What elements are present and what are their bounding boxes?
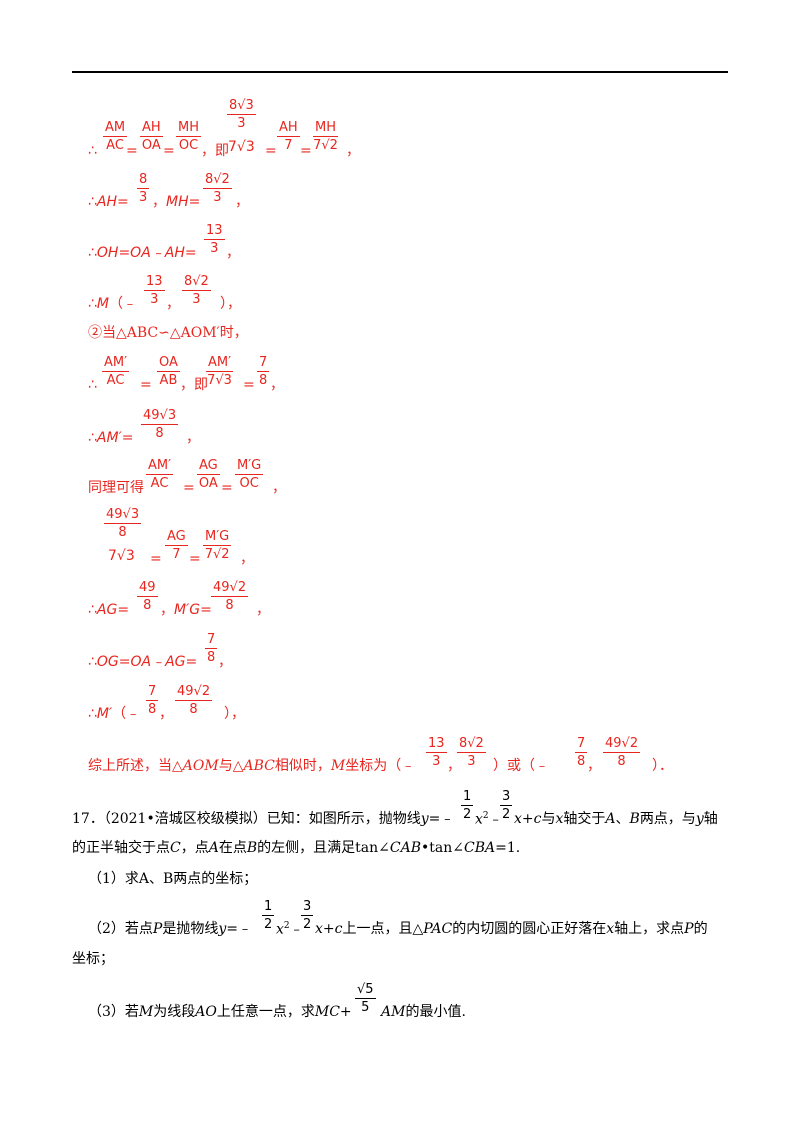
text-eq-9b: = — [189, 551, 201, 567]
text-oh-eq: ∴OH=OA﹣AH= — [88, 245, 197, 261]
text-or: ）或（﹣ — [493, 758, 549, 774]
text-mh-eq: ，MH= — [152, 194, 201, 210]
text-eq-8a: = — [183, 480, 195, 496]
text-close-12: ）， — [224, 706, 245, 722]
text-comma-6: ， — [270, 377, 284, 393]
text-comma-2: ， — [235, 194, 249, 210]
text-eq-8b: = — [221, 480, 233, 496]
text-summary-lead: 综上所述，当△AOM与△ABC相似时，M坐标为（﹣ — [88, 758, 416, 774]
q17-x2: x2﹣ — [475, 811, 503, 828]
text-therefore-1: ∴ — [88, 143, 97, 159]
q17-part3-rest: AM的最小值. — [381, 1004, 466, 1020]
q17-part2-line2: 坐标； — [72, 951, 114, 967]
frac-amp-7r3: AM′7√3 — [206, 355, 234, 388]
text-comma-7: ， — [186, 430, 200, 446]
text-eq-6a: = — [140, 377, 152, 393]
text-comma-3: ， — [226, 245, 240, 261]
text-ah-eq: ∴AH= — [88, 194, 129, 210]
frac-denominator-7r3-b: 7√3 — [108, 548, 135, 564]
frac-amp-ac: AM′AC — [102, 355, 130, 388]
text-amp-eq: ∴AM′= — [88, 430, 134, 446]
text-ji-1: ，即 — [201, 143, 229, 159]
q17-part3-lead: （3）若M为线段AO上任意一点，求MC+ — [88, 1004, 352, 1020]
q17-lead: 17．（2021•涪城区校级模拟）已知：如图所示，抛物线y=﹣ — [72, 811, 455, 827]
header-rule — [72, 71, 728, 73]
text-mg-eq: ，M′G= — [160, 602, 212, 618]
text-eq-4: = — [300, 143, 312, 159]
q17-rest: x+c与x轴交于A、B两点，与y轴 — [514, 811, 718, 827]
text-ji-6: ，即 — [180, 377, 208, 393]
q17-part2-lead: （2）若点P是抛物线y=﹣ — [88, 921, 252, 937]
text-eq-3: = — [265, 143, 277, 159]
text-m-coord: ∴M（﹣ — [88, 296, 137, 312]
frac-amp-ac-2: AM′AC — [146, 458, 174, 491]
q17-part1: （1）求A、B两点的坐标； — [88, 871, 258, 887]
text-close-4: ）， — [220, 296, 241, 312]
text-comma-9: ， — [240, 551, 254, 567]
text-comma-11: ， — [218, 654, 232, 670]
text-comma-12: ， — [159, 706, 173, 722]
text-eq-1: = — [126, 143, 138, 159]
case-two-heading: ②当△ABC∽△AOM′时， — [88, 325, 248, 341]
text-ag-eq: ∴AG= — [88, 602, 130, 618]
text-mp-coord: ∴M′（﹣ — [88, 706, 141, 722]
q17-part2-rest: x+c上一点，且△PAC的内切圆的圆心正好落在x轴上，求点P的 — [315, 921, 708, 937]
text-therefore-6: ∴ — [88, 377, 97, 393]
frac-denominator-7r3: 7√3 — [228, 139, 255, 155]
text-og-eq: ∴OG=OA﹣AG= — [88, 654, 198, 670]
text-comma-13b: ， — [587, 758, 601, 774]
text-eq-9a: = — [150, 551, 162, 567]
text-tongli: 同理可得 — [88, 480, 144, 496]
text-close-13: ）． — [652, 758, 673, 774]
q17-part2-x2: x2﹣ — [276, 921, 304, 938]
text-comma-1: ， — [346, 143, 360, 159]
q17-line2: 的正半轴交于点C，点A在点B的左侧，且满足tan∠CAB•tan∠CBA=1. — [72, 840, 521, 856]
text-comma-8: ， — [272, 480, 286, 496]
text-comma-10: ， — [256, 602, 270, 618]
text-eq-2: = — [163, 143, 175, 159]
text-comma-13a: ， — [447, 758, 461, 774]
text-eq-6b: = — [243, 377, 255, 393]
text-comma-4: ， — [166, 296, 180, 312]
